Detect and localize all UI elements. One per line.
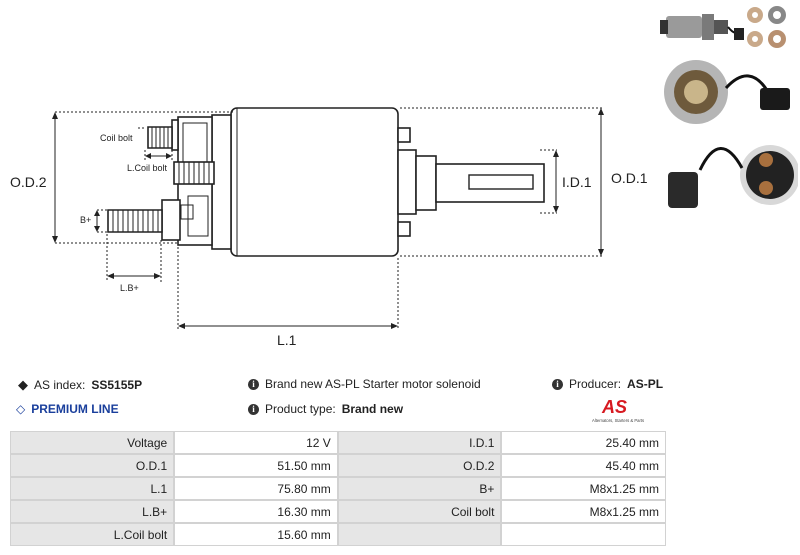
- spec-label: L.Coil bolt: [10, 523, 175, 546]
- as-pl-logo: AS Alternators, Starters & Parts: [592, 397, 644, 423]
- product-photo-side: [660, 6, 786, 48]
- l1-label: L.1: [277, 332, 297, 348]
- as-index-value: SS5155P: [91, 378, 143, 392]
- spec-label: Voltage: [10, 431, 175, 454]
- spec-label: L.1: [10, 477, 175, 500]
- product-type-label: Product type:: [265, 402, 336, 416]
- spec-label: L.B+: [10, 500, 175, 523]
- svg-text:AS: AS: [601, 397, 627, 417]
- spec-label: Coil bolt: [337, 500, 502, 523]
- spec-value: 12 V: [174, 431, 338, 454]
- as-index-row: ◆ AS index: SS5155P: [18, 377, 142, 393]
- lb-label: L.B+: [120, 283, 139, 293]
- spec-label: O.D.1: [10, 454, 175, 477]
- spec-label: I.D.1: [337, 431, 502, 454]
- producer-value: AS-PL: [627, 377, 664, 391]
- premium-line-label: PREMIUM LINE: [31, 402, 119, 416]
- od1-label: O.D.1: [611, 170, 648, 186]
- as-index-label: AS index:: [34, 378, 86, 392]
- spec-label: O.D.2: [337, 454, 502, 477]
- spec-label: [337, 523, 502, 546]
- premium-line-row: ◇ PREMIUM LINE: [16, 402, 119, 416]
- spec-value: M8x1.25 mm: [501, 500, 666, 523]
- info-icon: i: [552, 378, 563, 390]
- product-type-row: i Product type: Brand new: [248, 402, 403, 416]
- solenoid-technical-drawing: O.D.2 O.D.1 I.D.1 L.1 L.B+ B+ Coil bolt …: [10, 107, 648, 348]
- spec-value: 15.60 mm: [174, 523, 338, 546]
- spec-value: M8x1.25 mm: [501, 477, 666, 500]
- spec-value: 25.40 mm: [501, 431, 666, 454]
- spec-value: 16.30 mm: [174, 500, 338, 523]
- id1-label: I.D.1: [562, 174, 592, 190]
- bplus-label: B+: [80, 215, 91, 225]
- product-photo-front: [664, 60, 790, 124]
- coil-bolt-label: Coil bolt: [100, 133, 133, 143]
- spec-value: 75.80 mm: [174, 477, 338, 500]
- spec-value: [501, 523, 666, 546]
- spec-value: 45.40 mm: [501, 454, 666, 477]
- producer-row: i Producer: AS-PL: [552, 377, 663, 391]
- info-icon: i: [248, 378, 259, 390]
- product-photo-terminals: [668, 145, 798, 208]
- spec-label: B+: [337, 477, 502, 500]
- product-type-value: Brand new: [341, 402, 404, 416]
- info-icon: i: [248, 403, 259, 415]
- tag-icon: ◆: [18, 377, 28, 392]
- lcoil-bolt-label: L.Coil bolt: [127, 163, 168, 173]
- producer-label: Producer:: [569, 377, 622, 391]
- spec-value: 51.50 mm: [174, 454, 338, 477]
- description-text: Brand new AS-PL Starter motor solenoid: [265, 377, 481, 391]
- diamond-icon: ◇: [16, 402, 26, 416]
- svg-text:Alternators, Starters & Parts: Alternators, Starters & Parts: [592, 418, 644, 423]
- od2-label: O.D.2: [10, 174, 47, 190]
- description-row: i Brand new AS-PL Starter motor solenoid: [248, 377, 481, 391]
